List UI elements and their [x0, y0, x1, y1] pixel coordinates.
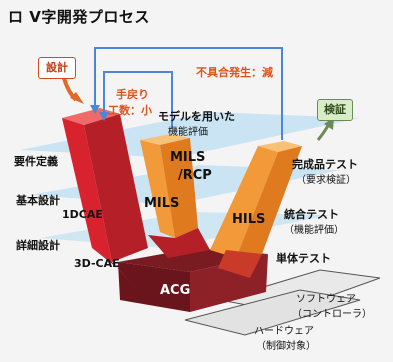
hardware-layer-sub-label: （制御対象）: [256, 341, 316, 352]
rework-arrow-outer: [90, 105, 100, 114]
inner-red-wedge: [148, 228, 210, 258]
final-test-sub-label: （要求検証）: [296, 175, 356, 186]
left-top-block-side: [84, 114, 148, 262]
mils-rcp-block-front: [140, 140, 175, 238]
layer-hardware: [184, 289, 361, 336]
acg-block-front: [118, 262, 190, 312]
mils-rcp-label-2: /RCP: [178, 168, 212, 183]
model-eval-label-1: モデルを用いた: [158, 110, 235, 123]
mils-rcp-label-1: MILS: [170, 150, 206, 165]
hardware-layer-label: ハードウェア: [254, 326, 314, 337]
mils-rcp-block-top: [140, 134, 190, 145]
integration-test-label: 統合テスト: [284, 208, 339, 221]
defect-label: 不具合発生：減: [196, 66, 273, 79]
verify-box: 検証: [317, 99, 353, 121]
rework-line-outer: [94, 47, 283, 140]
mils-rcp-block-side: [160, 138, 198, 238]
rework-label: 手戻り: [116, 88, 149, 101]
basic-design-label: 基本設計: [16, 194, 60, 207]
mils-label: MILS: [144, 196, 180, 211]
right-bottom-wedge: [218, 250, 262, 278]
software-layer-sub-label: （コントローラ）: [292, 309, 372, 320]
model-eval-label-2: 機能評価: [168, 127, 208, 138]
left-top-block-front: [62, 118, 112, 262]
integration-test-sub-label: （機能評価）: [284, 225, 344, 236]
detailed-design-label: 詳細設計: [16, 239, 60, 252]
hils-label: HILS: [232, 212, 266, 227]
right-top-block-top: [258, 141, 302, 152]
detailed-tool-label: 3D-CAE: [74, 257, 120, 270]
unit-test-label: 単体テスト: [276, 252, 331, 265]
right-top-block-front: [210, 146, 278, 258]
requirements-label: 要件定義: [14, 155, 58, 168]
final-test-label: 完成品テスト: [292, 158, 358, 171]
basic-tool-label: 1DCAE: [62, 208, 103, 221]
diagram-title: ロ V字開発プロセス: [8, 8, 150, 26]
effort-label: 工数：小: [108, 104, 152, 117]
acg-label: ACG: [160, 283, 191, 298]
rework-line-inner: [103, 71, 173, 128]
rework-arrow-inner: [99, 112, 109, 121]
design-box: 設計: [38, 57, 76, 79]
design-arrow-head: [70, 92, 84, 104]
right-top-block-side: [236, 146, 302, 258]
software-layer-label: ソフトウェア: [296, 294, 356, 305]
